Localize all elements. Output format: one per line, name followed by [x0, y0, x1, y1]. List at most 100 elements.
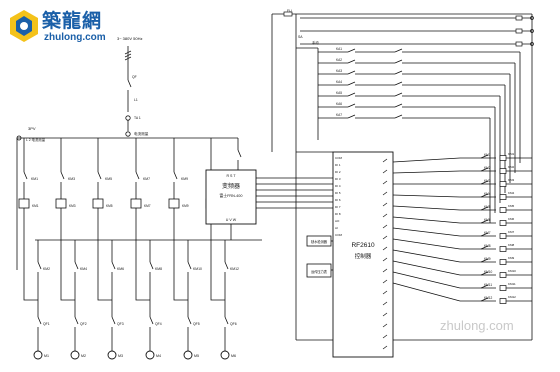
relay-contact [394, 81, 403, 86]
branch-km-bottom-label: KM10 [193, 267, 202, 271]
coil-right-label: KM9 [508, 256, 515, 260]
relay-contact [347, 92, 356, 97]
supply-ta-label: TA 1 [134, 116, 141, 120]
relay-contact [347, 48, 356, 53]
thermal-relay [130, 198, 142, 209]
phase-mark [124, 50, 132, 55]
coil-right-label: KM11 [508, 282, 516, 286]
branch-contactor-bottom [224, 261, 229, 270]
coil-label: KM12 [484, 296, 493, 300]
output-contact [382, 323, 388, 328]
relay-coil [499, 207, 507, 213]
bus-terminal [16, 135, 22, 141]
coil-contact [480, 258, 489, 263]
relay-label: KA1 [336, 47, 342, 51]
branch-relay-label: KM9 [182, 204, 189, 208]
branch-qf-label: QF2 [80, 322, 87, 326]
relay-contact [394, 92, 403, 97]
output-contact [382, 235, 388, 240]
relay-contact [394, 114, 403, 119]
coil-contact [480, 232, 489, 237]
phase-mark [124, 53, 132, 58]
coil-right-label: KM1 [508, 152, 515, 156]
branch-qf-label: QF6 [230, 322, 237, 326]
inverter-breaker [237, 149, 242, 158]
coil-contact [480, 219, 489, 224]
site-logo: 築龍網 zhulong.com [6, 4, 124, 50]
coil-contact [480, 271, 489, 276]
relay-contact [394, 70, 403, 75]
controller-pin-label: DI 1 [335, 163, 341, 167]
branch-contactor-top [60, 171, 65, 180]
relay-contact [347, 81, 356, 86]
coil-right-label: KM7 [508, 230, 515, 234]
branch-km-top-label: KM1 [31, 177, 38, 181]
coil-right-label: KM4 [508, 191, 515, 195]
pressure-gauge-box [306, 263, 332, 278]
wire [392, 260, 461, 276]
indicator-lamp [515, 15, 523, 21]
branch-contactor-top [23, 171, 28, 180]
supply-qf-label: QF [132, 75, 137, 79]
coil-label: KM8 [484, 244, 491, 248]
wire [392, 282, 461, 302]
motor-icon [183, 350, 193, 360]
wire [392, 216, 461, 224]
fuse-label: FU [287, 9, 292, 13]
relay-coil [499, 220, 507, 226]
output-contact [382, 312, 388, 317]
branch-breaker [37, 316, 42, 325]
watermark-text: zhulong.com [440, 318, 514, 333]
selector-label: SA [298, 35, 303, 39]
indicator-lamp [515, 28, 523, 34]
coil-right-label: KM2 [508, 165, 515, 169]
current-transformer [125, 115, 131, 121]
output-contact [382, 268, 388, 273]
ct-measure [125, 131, 131, 137]
branch-relay-label: KM7 [144, 204, 151, 208]
branch-qf-label: QF3 [117, 322, 124, 326]
coil-contact [480, 297, 489, 302]
output-contact [382, 169, 388, 174]
branch-contactor-top [97, 171, 102, 180]
relay-label: KA5 [336, 91, 342, 95]
coil-contact [480, 180, 489, 185]
relay-coil [499, 272, 507, 278]
branch-breaker [187, 316, 192, 325]
coil-contact [480, 206, 489, 211]
coil-label: KM3 [484, 179, 491, 183]
coil-right-label: KM10 [508, 269, 516, 273]
wire [23, 272, 38, 301]
motor-label: M6 [231, 354, 236, 358]
relay-label: KA3 [336, 69, 342, 73]
relay-label: KA7 [336, 113, 342, 117]
output-contact [382, 345, 388, 350]
thermal-relay [168, 198, 180, 209]
relay-label: KA2 [336, 58, 342, 62]
coil-right-label: KM12 [508, 295, 516, 299]
supply-l1-label: L1 [134, 98, 138, 102]
branch-breaker [149, 316, 154, 325]
coil-contact [480, 284, 489, 289]
coil-label: KM1 [484, 153, 491, 157]
wire [392, 271, 461, 289]
coil-contact [480, 154, 489, 159]
controller-pin-label: DI 6 [335, 198, 341, 202]
supply-ta-note: 电流测量 [134, 131, 149, 136]
water-sensor-label: 缺水检测器 [311, 239, 328, 244]
terminal [530, 29, 534, 33]
motor-icon [107, 350, 117, 360]
coil-label: KM2 [484, 166, 491, 170]
controller-pin-label: DI 8 [335, 212, 341, 216]
manual-label: 手动 [312, 40, 319, 45]
wire [392, 157, 461, 163]
supply-breaker [127, 79, 132, 88]
coil-contact [480, 193, 489, 198]
coil-label: KM6 [484, 218, 491, 222]
controller-pin-label: DI 3 [335, 177, 341, 181]
output-contact [382, 180, 388, 185]
indicator-lamp [515, 41, 523, 47]
coil-right-label: KM8 [508, 243, 515, 247]
output-contact [382, 334, 388, 339]
